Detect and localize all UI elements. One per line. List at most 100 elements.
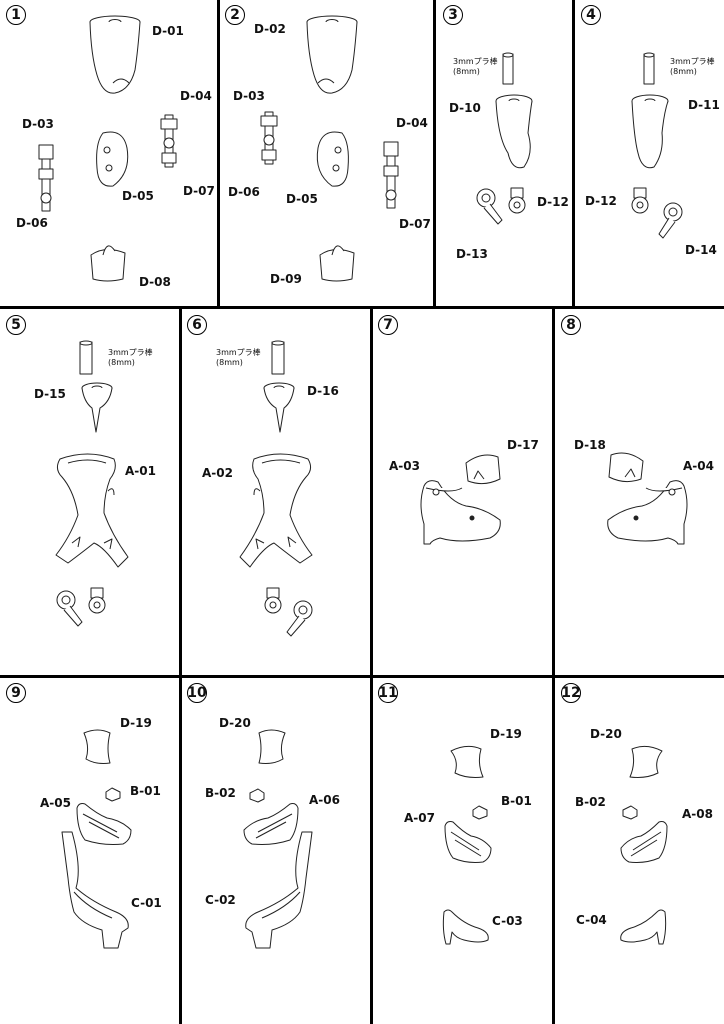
heel-base-illustration [61, 831, 129, 949]
rod-note: 3mmプラ棒 (8mm) [670, 57, 715, 76]
ball-joint-illustration [476, 188, 503, 225]
shoe-illustration [420, 480, 501, 545]
part-label: D-11 [688, 98, 720, 112]
part-label: D-03 [22, 117, 54, 131]
part-label: D-05 [286, 192, 318, 206]
part-label: C-04 [576, 913, 607, 927]
part-label: D-20 [219, 716, 251, 730]
part-label: B-02 [205, 786, 236, 800]
shoe-upper-illustration [243, 803, 299, 845]
shoe-sole-illustration [442, 909, 489, 945]
part-label: D-10 [449, 101, 481, 115]
ball-socket-illustration [631, 187, 649, 214]
ankle-cover-illustration [608, 452, 644, 483]
shoe-upper-illustration [76, 803, 132, 845]
ball-socket-illustration [508, 187, 526, 214]
ball-joint-illustration [286, 600, 313, 637]
part-label: D-13 [456, 247, 488, 261]
part-label: D-12 [585, 194, 617, 208]
part-label: A-01 [125, 464, 156, 478]
small-block-illustration [105, 787, 121, 802]
rod-note: 3mmプラ棒 (8mm) [216, 348, 261, 367]
shoe-upper-illustration [620, 821, 668, 863]
ankle-cover-illustration [629, 745, 663, 778]
ball-socket-illustration [264, 587, 282, 614]
part-label: D-02 [254, 22, 286, 36]
plastic-rod-illustration [79, 340, 93, 375]
knee-cap-illustration [316, 131, 349, 187]
ball-socket-illustration [88, 587, 106, 614]
part-label: D-09 [270, 272, 302, 286]
small-block-illustration [472, 805, 488, 820]
rod-note: 3mmプラ棒 (8mm) [108, 348, 153, 367]
panel-divider [217, 0, 220, 308]
part-label: D-16 [307, 384, 339, 398]
step-number: 12 [561, 683, 581, 703]
ankle-cover-illustration [465, 454, 501, 485]
panel-divider [552, 306, 555, 676]
part-label: D-03 [233, 89, 265, 103]
panel-divider [433, 0, 436, 308]
knee-cap-illustration [96, 131, 129, 187]
joint-bracket-illustration [38, 144, 54, 212]
part-label: A-04 [683, 459, 714, 473]
part-label: D-08 [139, 275, 171, 289]
leg-armor-illustration [55, 453, 129, 568]
part-label: B-02 [575, 795, 606, 809]
part-label: D-04 [180, 89, 212, 103]
panel-divider [0, 675, 724, 678]
shoe-upper-illustration [444, 821, 492, 863]
panel-divider [370, 306, 373, 1024]
part-label: C-02 [205, 893, 236, 907]
part-label: A-02 [202, 466, 233, 480]
ankle-part-illustration [319, 245, 355, 282]
part-label: C-01 [131, 896, 162, 910]
step-number: 8 [561, 315, 581, 335]
panel-divider [552, 675, 555, 1024]
part-label: D-06 [228, 185, 260, 199]
step-number: 6 [187, 315, 207, 335]
small-block-illustration [249, 788, 265, 803]
ankle-cover-illustration [450, 745, 484, 778]
panel-divider [0, 306, 724, 309]
part-label: D-15 [34, 387, 66, 401]
part-label: D-14 [685, 243, 717, 257]
part-label: D-07 [183, 184, 215, 198]
step-number: 4 [581, 5, 601, 25]
part-label: A-08 [682, 807, 713, 821]
plastic-rod-illustration [271, 340, 285, 375]
plastic-rod-illustration [502, 52, 514, 85]
step-number: 7 [378, 315, 398, 335]
plastic-rod-illustration [643, 52, 655, 85]
heel-base-illustration [245, 831, 313, 949]
shin-part-illustration [631, 94, 669, 169]
part-label: D-12 [537, 195, 569, 209]
small-block-illustration [622, 805, 638, 820]
joint-bracket-illustration [260, 111, 278, 165]
step-number: 2 [225, 5, 245, 25]
step-number: 10 [187, 683, 207, 703]
shoe-sole-illustration [620, 909, 667, 945]
part-label: D-04 [396, 116, 428, 130]
step-number: 9 [6, 683, 26, 703]
part-label: D-01 [152, 24, 184, 38]
ankle-part-illustration [90, 245, 126, 282]
thigh-part-illustration [306, 15, 358, 94]
part-label: D-19 [120, 716, 152, 730]
panel-divider [179, 306, 182, 1024]
joint-bracket-illustration [160, 114, 178, 168]
shoe-illustration [607, 480, 688, 545]
ball-joint-illustration [658, 202, 683, 239]
part-label: C-03 [492, 914, 523, 928]
part-label: B-01 [130, 784, 161, 798]
ball-joint-illustration [56, 590, 83, 627]
rod-note: 3mmプラ棒 (8mm) [453, 57, 498, 76]
part-label: D-07 [399, 217, 431, 231]
shin-part-illustration [495, 94, 533, 169]
part-label: D-06 [16, 216, 48, 230]
ankle-cover-illustration [83, 729, 111, 764]
panel-divider [572, 0, 575, 308]
part-label: A-06 [309, 793, 340, 807]
part-label: A-05 [40, 796, 71, 810]
part-label: B-01 [501, 794, 532, 808]
